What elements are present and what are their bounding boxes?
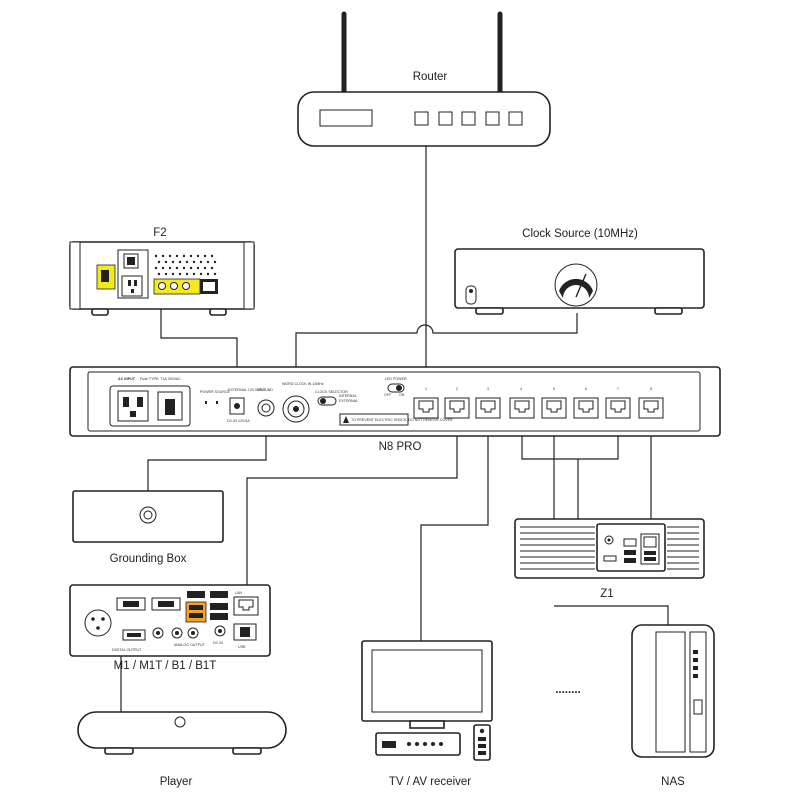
word-clock-label: WORD CLOCK IN 10MHz	[282, 382, 324, 386]
f2-label: F2	[153, 227, 166, 239]
led-power-label: LED POWER	[385, 377, 407, 381]
n8-pro-device: AC INPUT Fuse TYPE: T1A 250VAC POWER SOU…	[69, 366, 721, 453]
svg-text:3: 3	[487, 387, 489, 391]
ac-input-label: AC INPUT	[118, 377, 136, 381]
ac-fuse-label: Fuse TYPE: T1A 250VAC	[140, 377, 181, 381]
svg-text:1: 1	[425, 387, 427, 391]
ethernet-ports: 1 2 3 4 5	[413, 387, 664, 419]
wires	[120, 146, 669, 712]
external-label: EXTERNAL	[339, 399, 358, 403]
ethernet-port-2: 2	[444, 387, 470, 419]
warning-label: TO PREVENT ELECTRIC SHOCK, DO NOT REMOVE…	[351, 418, 453, 422]
external-power-label: EXTERNAL 12V INPUT	[228, 388, 267, 392]
more-devices-ellipsis: ........	[555, 684, 581, 696]
led-on-label: ON	[399, 393, 405, 397]
ethernet-port-5: 5	[541, 387, 567, 419]
n8-pro-label: N8 PRO	[379, 441, 422, 453]
router-label: Router	[413, 71, 448, 83]
ground-label: GROUND	[257, 388, 273, 392]
m1-label: M1 / M1T / B1 / B1T	[114, 660, 217, 672]
clock-source-label: Clock Source (10MHz)	[522, 228, 638, 240]
wire-ground-box	[147, 422, 267, 512]
nas-label: NAS	[661, 776, 685, 788]
vent-grid	[154, 254, 217, 276]
nas-device: NAS	[631, 624, 715, 788]
wire-clock-n8	[295, 313, 578, 398]
m1-device: LAN DIGITAL OUTPUT ANALOG OUTPUT DC IN U…	[69, 584, 271, 672]
wire-n8-z1	[521, 418, 619, 519]
power-source-label: POWER SOURCE	[200, 390, 231, 394]
svg-text:8: 8	[650, 387, 652, 391]
analog-output-label: ANALOG OUTPUT	[174, 643, 206, 647]
svg-text:2: 2	[456, 387, 458, 391]
svg-text:7: 7	[617, 387, 619, 391]
internal-label: INTERNAL	[339, 394, 357, 398]
clock-selector-label: CLOCK SELECTOR	[315, 390, 348, 394]
wire-n8-m1	[246, 418, 458, 594]
svg-text:4: 4	[520, 387, 522, 391]
tv-device: TV / AV receiver	[361, 640, 493, 788]
wire-n8-tv	[420, 418, 489, 641]
f2-device: F2	[69, 227, 255, 316]
led-off-label: OFF	[384, 393, 392, 397]
dc-in-label: DC IN	[213, 641, 223, 645]
z1-label: Z1	[600, 588, 613, 600]
warning-icon	[343, 416, 349, 423]
usb-label: USB	[238, 645, 246, 649]
ethernet-port-8: 8	[638, 387, 664, 419]
player-device: Player	[77, 711, 287, 788]
gauge-icon	[559, 278, 593, 298]
grounding-box-device: Grounding Box	[72, 490, 224, 565]
ethernet-port-4: 4	[509, 387, 535, 419]
clock-source-device: Clock Source (10MHz)	[454, 228, 705, 315]
tv-label: TV / AV receiver	[389, 776, 471, 788]
z1-device: Z1	[514, 518, 705, 600]
grounding-box-label: Grounding Box	[110, 553, 187, 565]
ethernet-port-3: 3	[475, 387, 501, 419]
player-label: Player	[160, 776, 193, 788]
svg-text:6: 6	[585, 387, 587, 391]
ethernet-port-1: 1	[413, 387, 439, 419]
m1-lan-label: LAN	[235, 591, 242, 595]
dc-spec-label: DC-IN 12V/4A	[227, 419, 250, 423]
ethernet-port-6: 6	[573, 387, 599, 419]
svg-text:5: 5	[553, 387, 555, 391]
digital-output-label: DIGITAL OUTPUT	[112, 648, 142, 652]
router-device: Router	[297, 11, 551, 147]
ethernet-port-7: 7	[605, 387, 631, 419]
